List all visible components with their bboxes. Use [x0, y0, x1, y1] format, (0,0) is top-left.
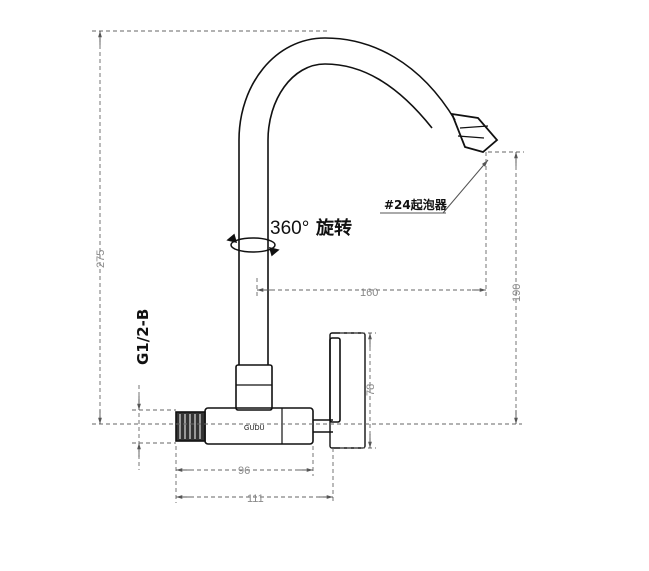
aerator-label: #24起泡器: [384, 197, 448, 212]
riser-pipe-inner: [267, 63, 433, 365]
aerator-leader: [442, 159, 489, 214]
dim-spout-reach: 160: [360, 287, 378, 299]
rotation-label-number: 360°: [270, 218, 309, 239]
riser-pipe: [238, 37, 456, 365]
dim-body-length: 96: [238, 465, 250, 477]
dimension-lines: [92, 30, 524, 503]
faucet-outline: [175, 37, 499, 449]
dim-total-height: 275: [95, 250, 107, 268]
rotation-label-text: 旋转: [315, 217, 352, 239]
dim-plate-height: 78: [365, 384, 377, 396]
dimension-arrows: [98, 30, 518, 499]
handle-plate-face: [329, 332, 366, 449]
handle-plate: [329, 337, 341, 423]
dim-spout-height: 190: [511, 284, 523, 302]
thread-hatch: [179, 414, 201, 439]
brand-mark: GUDU: [244, 425, 265, 432]
thread-label: G1/2-B: [134, 309, 152, 365]
dim-overall-length: 111: [247, 493, 264, 505]
rotation-arrow-icon: [226, 233, 280, 257]
riser-collar: [235, 364, 273, 411]
aerator-ring: [457, 125, 489, 139]
aerator: [450, 112, 499, 153]
